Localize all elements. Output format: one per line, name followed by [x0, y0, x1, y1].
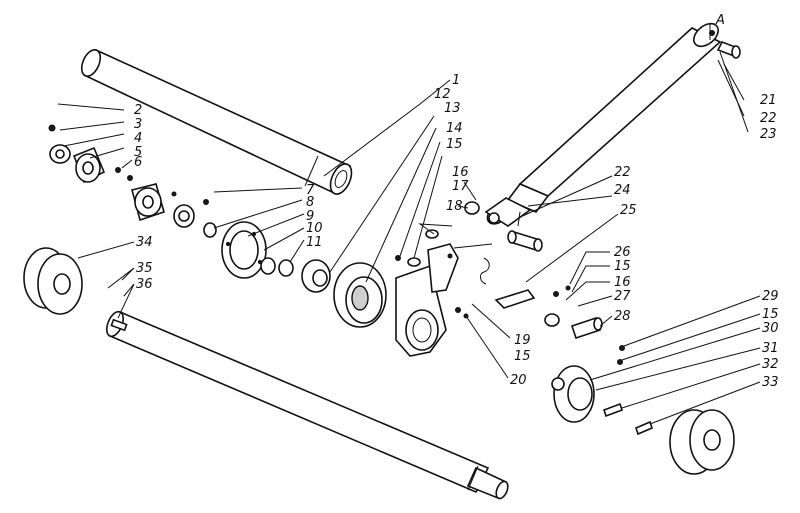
pin-28 [570, 316, 603, 340]
key-36 [110, 318, 128, 332]
callout-19: 19 [514, 333, 531, 348]
callout-26: 26 [614, 245, 631, 260]
small-parts-29-33 [602, 345, 653, 436]
flange-group [127, 175, 209, 228]
callout-3: 3 [134, 117, 142, 132]
tube-23 [484, 22, 722, 227]
callout-10: 10 [306, 221, 323, 236]
cotter-24 [517, 211, 521, 227]
spring-20 [455, 257, 490, 319]
callout-labels: 1 2 3 4 5 6 7 8 9 10 11 12 13 14 15 16 1… [134, 13, 779, 390]
callout-12: 12 [434, 87, 451, 102]
callout-22-a: 22 [760, 111, 777, 126]
callout-15-a: 15 [446, 137, 463, 152]
callout-16-a: 16 [452, 165, 469, 180]
callout-17: 17 [452, 179, 469, 194]
callout-5: 5 [134, 145, 142, 160]
callout-7: 7 [306, 183, 315, 198]
pin-22-top [716, 40, 741, 59]
callout-18: 18 [446, 199, 463, 214]
callout-A: A [715, 13, 725, 28]
callout-32: 32 [762, 357, 779, 372]
lever-25 [494, 285, 571, 327]
callout-24: 24 [614, 183, 631, 198]
bearing-group-left [48, 124, 121, 184]
callout-16-b: 16 [614, 275, 631, 290]
callout-36: 36 [136, 277, 153, 292]
callout-35: 35 [136, 261, 153, 276]
callout-15-b: 15 [514, 349, 531, 364]
callout-1: 1 [452, 73, 460, 88]
callout-4: 4 [134, 131, 142, 146]
hub-33 [669, 409, 735, 475]
callout-34: 34 [136, 235, 153, 250]
housing-13 [333, 262, 387, 328]
bearing-12 [301, 259, 331, 293]
lower-shaft [105, 310, 509, 500]
sprocket-34 [23, 247, 83, 315]
callout-33: 33 [762, 375, 779, 390]
callout-30: 30 [762, 321, 779, 336]
callout-27: 27 [614, 289, 631, 304]
callout-13: 13 [444, 101, 461, 116]
leader-lines [57, 24, 761, 425]
callout-15-d: 15 [762, 307, 779, 322]
upper-shaft [80, 48, 353, 195]
callout-20: 20 [510, 373, 527, 388]
callout-29: 29 [762, 289, 779, 304]
callout-22-b: 22 [614, 165, 631, 180]
callout-31: 31 [762, 341, 779, 356]
callout-8: 8 [306, 195, 314, 210]
plate-group [203, 221, 294, 279]
small-parts-14-17 [395, 201, 480, 267]
callout-25: 25 [620, 203, 637, 218]
callout-14: 14 [446, 121, 463, 136]
callout-2: 2 [134, 103, 142, 118]
callout-28: 28 [614, 309, 631, 324]
sprocket-31 [551, 365, 595, 423]
callout-9: 9 [306, 209, 314, 224]
callout-23: 23 [760, 127, 777, 142]
pin-22-mid [507, 230, 543, 252]
callout-6: 6 [134, 155, 142, 170]
bracket-18 [427, 243, 459, 293]
callout-15-c: 15 [614, 259, 631, 274]
callout-11: 11 [306, 235, 323, 250]
callout-21: 21 [760, 93, 777, 108]
